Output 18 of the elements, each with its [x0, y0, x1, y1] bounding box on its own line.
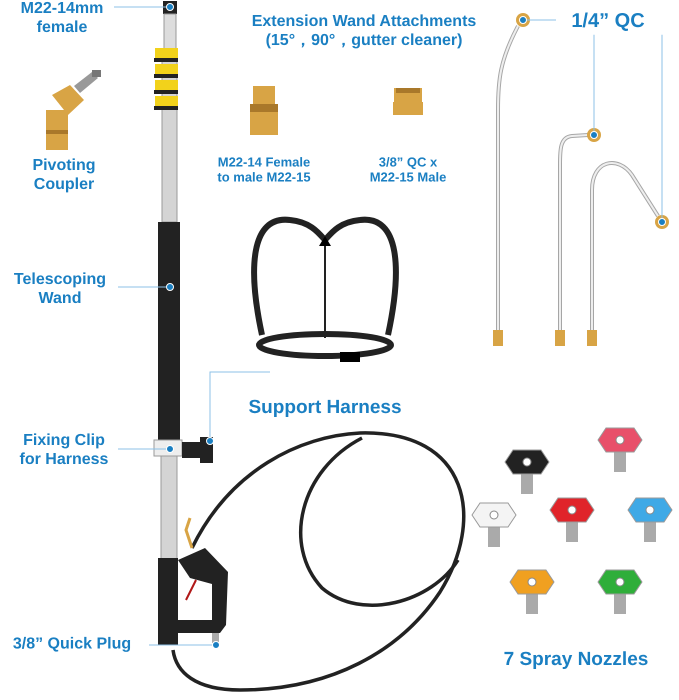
callout-label: 1/4” QC: [558, 10, 658, 34]
part-label: Support Harness: [247, 396, 403, 420]
part-label: M22-14 Female to male M22-15: [216, 154, 312, 186]
callout-dot: [212, 641, 220, 649]
leader-line: [118, 448, 166, 450]
leader-line: [114, 6, 166, 8]
callout-label: 3/8” Quick Plug: [0, 636, 147, 654]
callout-label: Telescoping Wand: [4, 271, 116, 309]
leader-line: [148, 644, 212, 646]
part-label: 3/8” QC x M22-15 Male: [368, 154, 448, 186]
part-label: Extension Wand Attachments (15°，90°，gutter cleaner): [250, 13, 478, 51]
callout-label: Fixing Clip for Harness: [12, 432, 116, 470]
part-label: 7 Spray Nozzles: [502, 648, 650, 672]
part-label: Pivoting Coupler: [31, 157, 97, 195]
leader-line: [118, 286, 166, 288]
leader-line: [210, 372, 270, 438]
callout-label: M22-14mm female: [12, 0, 112, 38]
callout-dot: [206, 437, 214, 445]
